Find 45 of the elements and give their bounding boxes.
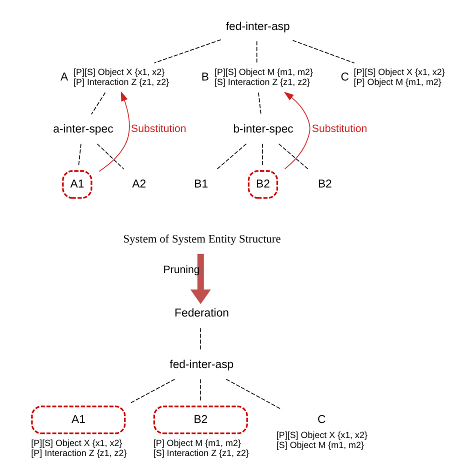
node-text: B (200, 72, 209, 84)
node-label: [P][S] Object M {m1, m2} (214, 67, 313, 78)
node-label: [S] Interaction Z {z1, z2} (152, 448, 248, 458)
connector (278, 143, 308, 170)
node-text: fed-inter-asp (169, 358, 234, 371)
connector (216, 143, 246, 170)
arrow (98, 91, 130, 172)
connector (292, 40, 354, 64)
node-text: Federation (174, 308, 229, 320)
node-label: [P][S] Object X {x1, x2} (30, 438, 122, 448)
node-label: [P][S] Object X {x1, x2} (353, 67, 444, 78)
connector (153, 39, 221, 64)
connector (200, 328, 201, 350)
node-text: C (340, 72, 349, 84)
node-text: A (60, 72, 68, 84)
node-box: A1 (30, 406, 126, 434)
node-label: [P][S] Object X {x1, x2} (276, 430, 367, 440)
node-label: [P] Object M {m1, m2} (353, 76, 441, 87)
node-text: b-inter-spec (232, 123, 293, 136)
node-box: B2 (152, 406, 248, 434)
connector (200, 378, 201, 402)
node-label: [P][S] Object X {x1, x2} (73, 67, 164, 78)
arrow (190, 254, 210, 304)
node-text: System of System Entity Structure (122, 233, 280, 246)
arrow (283, 92, 310, 170)
node-text: fed-inter-asp (225, 20, 290, 33)
node-text: C (317, 414, 326, 426)
connector (96, 143, 124, 170)
node-label: [S] Interaction Z {z1, z2} (214, 76, 310, 87)
connector (130, 378, 175, 404)
node-text: a-inter-spec (52, 123, 113, 136)
node-text: B1 (194, 178, 208, 190)
connector (256, 40, 257, 64)
node-text: B2 (317, 178, 332, 190)
connector (258, 92, 261, 115)
connector (90, 92, 106, 115)
node-label: [P] Object M {m1, m2} (152, 438, 240, 448)
edge-label: Substitution (311, 122, 367, 135)
node-text: A2 (132, 178, 146, 190)
node-label: [S] Object M {m1, m2} (276, 440, 364, 450)
edge-label: Substitution (130, 122, 186, 135)
node-label: [P] Interaction Z {z1, z2} (30, 448, 126, 458)
node-label: [P] Interaction Z {z1, z2} (73, 76, 169, 87)
connector (78, 143, 81, 166)
connector (225, 378, 282, 410)
